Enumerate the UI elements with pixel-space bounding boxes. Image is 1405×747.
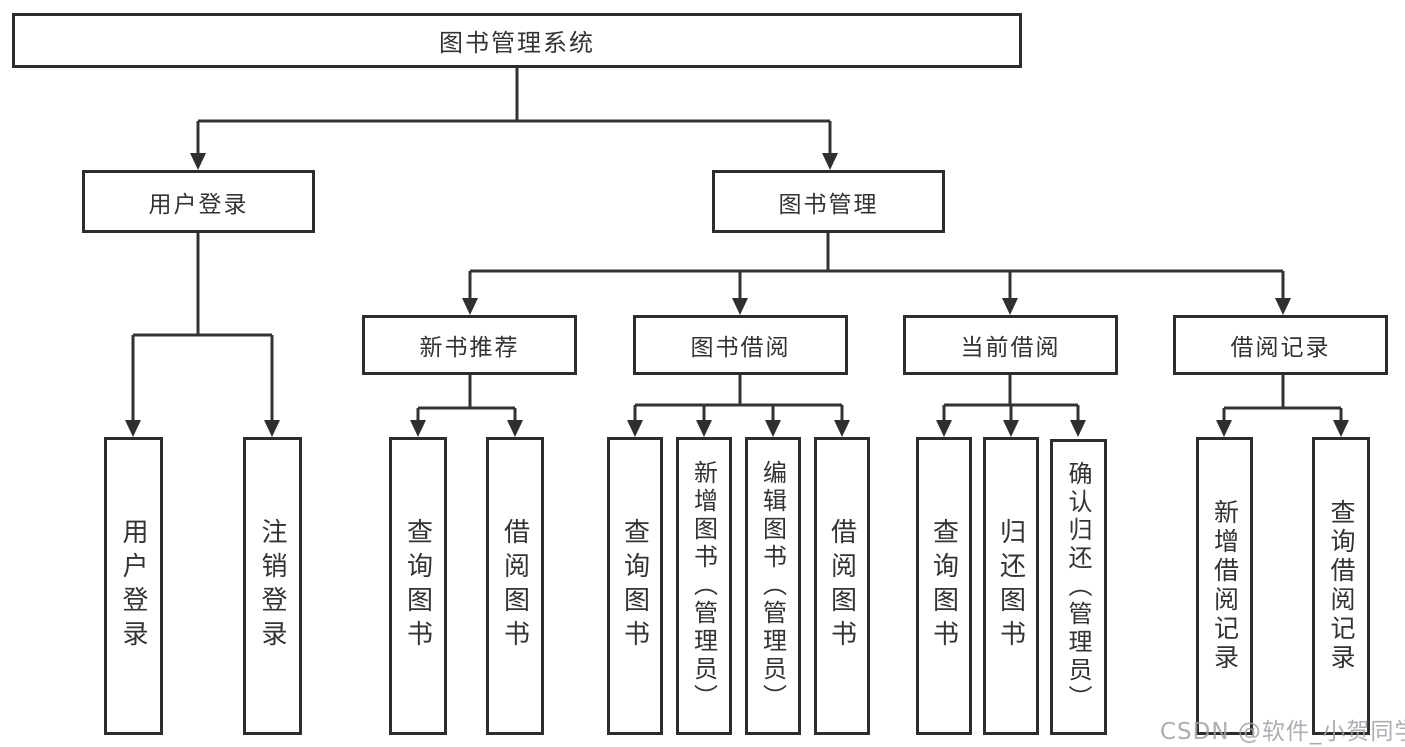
leaf-query-books-borrowing: 查询图书 [607,437,663,735]
arrow-down-icon [1070,420,1086,437]
node-book-borrowing: 图书借阅 [633,315,848,375]
leaf-logout: 注销登录 [243,437,302,735]
arrow-down-icon [627,420,643,437]
connector-user-login-to-leaves [131,233,274,422]
arrow-down-icon [1003,420,1019,437]
arrow-down-icon [1333,420,1349,437]
arrow-down-icon [190,153,206,170]
connector-records-to-leaves [1222,375,1343,422]
connector-root-to-level2 [196,68,832,155]
connector-borrowing-to-leaves [633,375,844,422]
node-user-login: 用户登录 [82,170,315,233]
leaf-edit-books-admin: 编辑图书（管理员） [745,437,801,735]
arrow-down-icon [936,420,952,437]
connector-recommendation-to-leaves [416,375,517,422]
connector-current-to-leaves [942,375,1080,422]
watermark-csdn: CSDN @软件_小贺同学 [1160,719,1405,745]
arrow-down-icon [1216,420,1232,437]
leaf-borrow-books-recommend: 借阅图书 [486,437,544,735]
node-book-management: 图书管理 [712,170,945,233]
arrow-down-icon [264,420,280,437]
leaf-query-books-current: 查询图书 [916,437,972,735]
arrow-down-icon [125,420,141,437]
connector-book-management-to-level3 [468,233,1285,300]
arrow-down-icon [1002,298,1018,315]
arrow-down-icon [765,420,781,437]
leaf-confirm-return-admin: 确认归还（管理员） [1050,439,1107,735]
arrow-down-icon [834,420,850,437]
node-borrowing-records: 借阅记录 [1173,315,1388,375]
arrow-down-icon [1275,298,1291,315]
leaf-query-borrow-record: 查询借阅记录 [1312,437,1370,735]
node-current-borrowing: 当前借阅 [903,315,1118,375]
leaf-user-login: 用户登录 [104,437,163,735]
leaf-query-books-recommend: 查询图书 [389,437,447,735]
leaf-add-books-admin: 新增图书（管理员） [676,437,732,735]
node-new-book-recommendation: 新书推荐 [362,315,577,375]
leaf-add-borrow-record: 新增借阅记录 [1196,437,1253,735]
leaf-borrow-books-borrowing: 借阅图书 [814,437,870,735]
arrow-down-icon [462,298,478,315]
arrow-down-icon [822,153,838,170]
arrow-down-icon [732,298,748,315]
arrow-down-icon [410,420,426,437]
arrow-down-icon [507,420,523,437]
arrow-down-icon [696,420,712,437]
node-library-management-system: 图书管理系统 [12,13,1022,68]
leaf-return-books: 归还图书 [983,437,1039,735]
